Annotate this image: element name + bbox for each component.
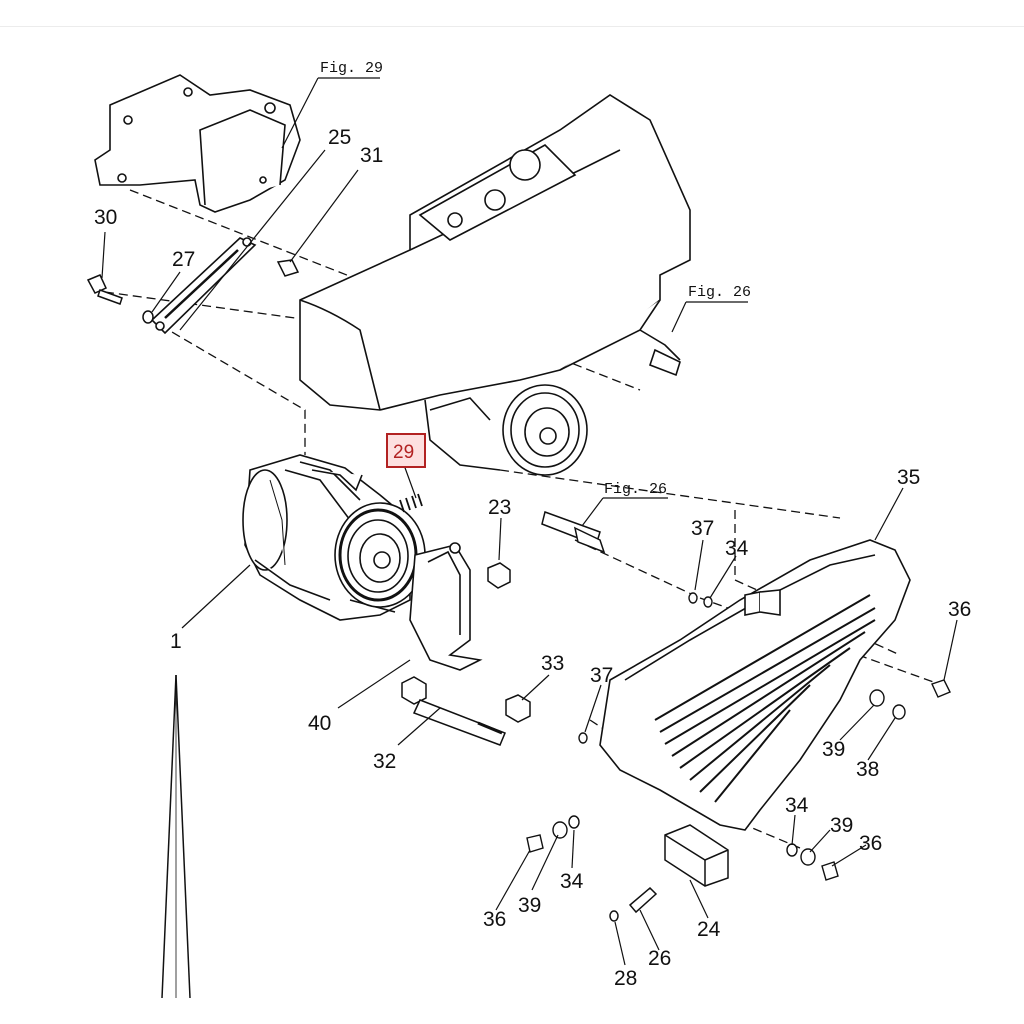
- bolt-32: [401, 676, 506, 746]
- callout-40[interactable]: 40: [308, 712, 331, 735]
- callout-34a[interactable]: 34: [725, 537, 749, 560]
- callout-23[interactable]: 23: [488, 496, 511, 519]
- figure-ref-fig26-top[interactable]: Fig. 26: [688, 284, 751, 301]
- callout-29[interactable]: 29: [393, 442, 414, 463]
- callout-36b[interactable]: 36: [859, 832, 882, 855]
- stud-26: [609, 886, 658, 922]
- engine-pulley: [502, 384, 588, 476]
- washers-nuts: [526, 592, 951, 881]
- callout-32[interactable]: 32: [373, 750, 396, 773]
- stud: [541, 511, 606, 554]
- callout-39c[interactable]: 39: [518, 894, 541, 917]
- callout-28[interactable]: 28: [614, 967, 637, 990]
- belt-guard-40: [409, 542, 483, 671]
- alternator-pulley: [334, 502, 426, 608]
- callout-39b[interactable]: 39: [830, 814, 853, 837]
- engine-block: [299, 94, 691, 471]
- callout-24[interactable]: 24: [697, 918, 721, 941]
- belt-cover-fins: [654, 594, 876, 803]
- belt-cover-35: [599, 539, 911, 831]
- washer-27: [142, 310, 154, 324]
- callout-38[interactable]: 38: [856, 758, 879, 781]
- bolt-31: [276, 259, 300, 277]
- callout-34c[interactable]: 34: [560, 870, 584, 893]
- callout-26[interactable]: 26: [648, 947, 671, 970]
- callout-31[interactable]: 31: [360, 144, 383, 167]
- callout-34b[interactable]: 34: [785, 794, 809, 817]
- adjusting-strap: [150, 237, 257, 335]
- nut-33: [505, 694, 531, 723]
- callout-1[interactable]: 1: [170, 630, 182, 653]
- callout-39a[interactable]: 39: [822, 738, 845, 761]
- tension-block-24: [664, 824, 729, 887]
- figure-ref-fig26-mid[interactable]: Fig. 26: [604, 481, 667, 498]
- callout-37b[interactable]: 37: [590, 664, 613, 687]
- callout-35[interactable]: 35: [897, 466, 920, 489]
- leader-lines: [101, 77, 958, 966]
- callout-33[interactable]: 33: [541, 652, 564, 675]
- callout-labels: 25 31 30 27 23 35 37 34 36 1 33 37 40 32…: [94, 126, 971, 990]
- callout-36c[interactable]: 36: [483, 908, 506, 931]
- centerline-marks: [161, 674, 191, 999]
- nut-23: [487, 562, 511, 589]
- callout-36a[interactable]: 36: [948, 598, 971, 621]
- callout-37a[interactable]: 37: [691, 517, 714, 540]
- mounting-bracket: [94, 74, 301, 213]
- bolt-30: [86, 274, 123, 305]
- top-divider: [0, 26, 1024, 27]
- callout-27[interactable]: 27: [172, 248, 195, 271]
- highlight-box-29[interactable]: [386, 433, 426, 468]
- part-29-marker: [399, 493, 423, 513]
- callout-25[interactable]: 25: [328, 126, 351, 149]
- figure-ref-fig29[interactable]: Fig. 29: [320, 60, 383, 77]
- callout-30[interactable]: 30: [94, 206, 117, 229]
